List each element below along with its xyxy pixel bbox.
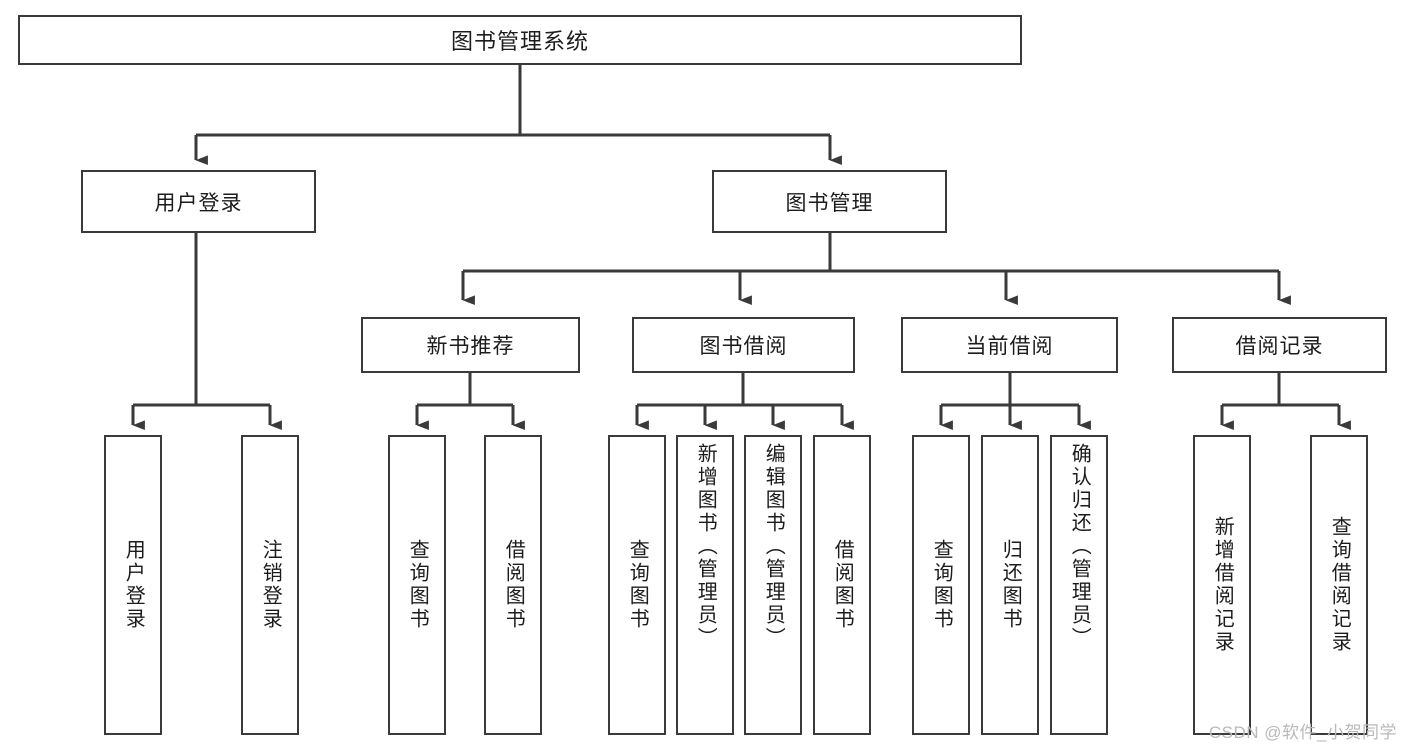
leaf-records-query-record[interactable]: 查询借阅记录 <box>1310 435 1368 735</box>
leaf-label: 查询图书 <box>626 539 649 631</box>
leaf-label: 新增图书（管理员） <box>694 443 717 650</box>
leaf-label: 查询图书 <box>930 539 953 631</box>
node-new-book-recommend[interactable]: 新书推荐 <box>361 317 580 373</box>
leaf-label: 编辑图书（管理员） <box>762 443 785 650</box>
leaf-current-return-book[interactable]: 归还图书 <box>981 435 1039 735</box>
leaf-label: 借阅图书 <box>502 539 525 631</box>
leaf-current-query-book[interactable]: 查询图书 <box>912 435 970 735</box>
leaf-label: 用户登录 <box>122 539 145 631</box>
node-current-borrow[interactable]: 当前借阅 <box>901 317 1118 373</box>
leaf-borrow-add-book-admin[interactable]: 新增图书（管理员） <box>676 435 734 735</box>
node-user-login[interactable]: 用户登录 <box>81 170 316 233</box>
node-root-system[interactable]: 图书管理系统 <box>18 15 1022 65</box>
leaf-new-book-query[interactable]: 查询图书 <box>388 435 446 735</box>
leaf-label: 查询借阅记录 <box>1328 516 1351 654</box>
leaf-borrow-borrow-book[interactable]: 借阅图书 <box>813 435 871 735</box>
watermark-text: CSDN @软件_小贺同学 <box>1208 723 1397 742</box>
node-book-borrow[interactable]: 图书借阅 <box>632 317 855 373</box>
leaf-label: 查询图书 <box>406 539 429 631</box>
leaf-borrow-edit-book-admin[interactable]: 编辑图书（管理员） <box>744 435 802 735</box>
leaf-label: 借阅图书 <box>831 539 854 631</box>
leaf-borrow-query-book[interactable]: 查询图书 <box>608 435 666 735</box>
leaf-new-book-borrow[interactable]: 借阅图书 <box>484 435 542 735</box>
leaf-user-login-logout[interactable]: 注销登录 <box>241 435 299 735</box>
leaf-label: 确认归还（管理员） <box>1068 443 1091 650</box>
node-book-management[interactable]: 图书管理 <box>712 170 947 233</box>
leaf-label: 注销登录 <box>259 539 282 631</box>
leaf-current-confirm-return-admin[interactable]: 确认归还（管理员） <box>1050 435 1108 735</box>
leaf-records-add-record[interactable]: 新增借阅记录 <box>1193 435 1251 735</box>
leaf-label: 新增借阅记录 <box>1211 516 1234 654</box>
node-borrow-records[interactable]: 借阅记录 <box>1172 317 1387 373</box>
leaf-user-login-login[interactable]: 用户登录 <box>104 435 162 735</box>
leaf-label: 归还图书 <box>999 539 1022 631</box>
